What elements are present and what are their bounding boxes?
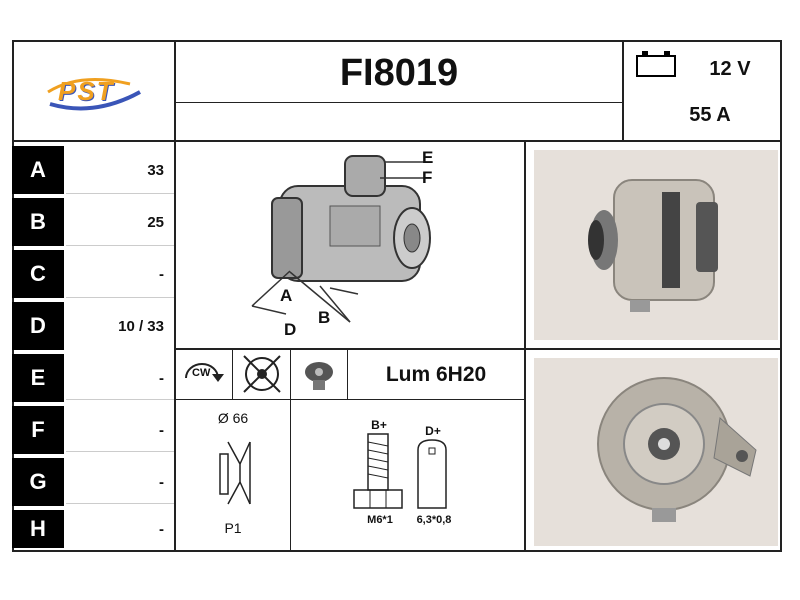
spec-letter-a: A: [12, 146, 64, 194]
terminal-b-label: B+: [371, 418, 387, 432]
spec-value-f: -: [159, 421, 164, 439]
terminal-d-label: D+: [425, 424, 441, 438]
brand-logo: PST: [40, 62, 150, 122]
part-number: FI8019: [339, 51, 459, 94]
voltage-value: 12 V: [709, 58, 751, 80]
alternator-front-photo: [534, 358, 778, 546]
rotation-label: CW: [192, 367, 211, 379]
diagram-label-a: A: [280, 286, 293, 305]
spec-letter-g: G: [12, 458, 64, 506]
rotation-cw-icon: CW: [178, 352, 230, 396]
spec-value-d: 10 / 33: [118, 317, 164, 335]
spec-value-b: 25: [147, 213, 164, 231]
terminal-bolt-icon: [350, 430, 408, 514]
regulator-icon: [294, 352, 344, 396]
spec-letter-c: C: [12, 250, 64, 298]
battery-icon: [634, 48, 678, 78]
alternator-side-photo: [534, 150, 778, 340]
pulley-icon: [210, 434, 260, 510]
spec-letter-b: B: [12, 198, 64, 246]
terminal-spade-icon: [412, 436, 452, 514]
spec-value-g: -: [159, 473, 164, 491]
spec-letter-f: F: [12, 406, 64, 454]
pulley-diameter: Ø 66: [217, 410, 249, 426]
diagram-label-e: E: [422, 148, 434, 167]
terminal-d-size: 6,3*0,8: [416, 514, 452, 526]
spec-value-e: -: [159, 369, 164, 387]
spec-letter-e: E: [12, 354, 64, 402]
spec-value-h: -: [159, 520, 164, 538]
diagram-label-f: F: [422, 168, 433, 187]
diagram-label-d: D: [284, 320, 297, 339]
current-value: 55 A: [689, 104, 731, 126]
spec-letter-d: D: [12, 302, 64, 350]
pulley-type: P1: [224, 520, 242, 536]
logo-text: PST: [58, 76, 115, 106]
alternator-dimension-diagram: E F A B D: [180, 146, 520, 344]
regulator-reference: Lum 6H20: [385, 363, 487, 386]
terminal-b-size: M6*1: [367, 514, 393, 526]
spec-value-a: 33: [147, 161, 164, 179]
spec-value-c: -: [159, 265, 164, 283]
diagram-label-b: B: [318, 308, 331, 327]
logo-swoosh-icon: [47, 78, 141, 111]
spec-letter-h: H: [12, 510, 64, 548]
fan-crossed-icon: [236, 352, 288, 396]
